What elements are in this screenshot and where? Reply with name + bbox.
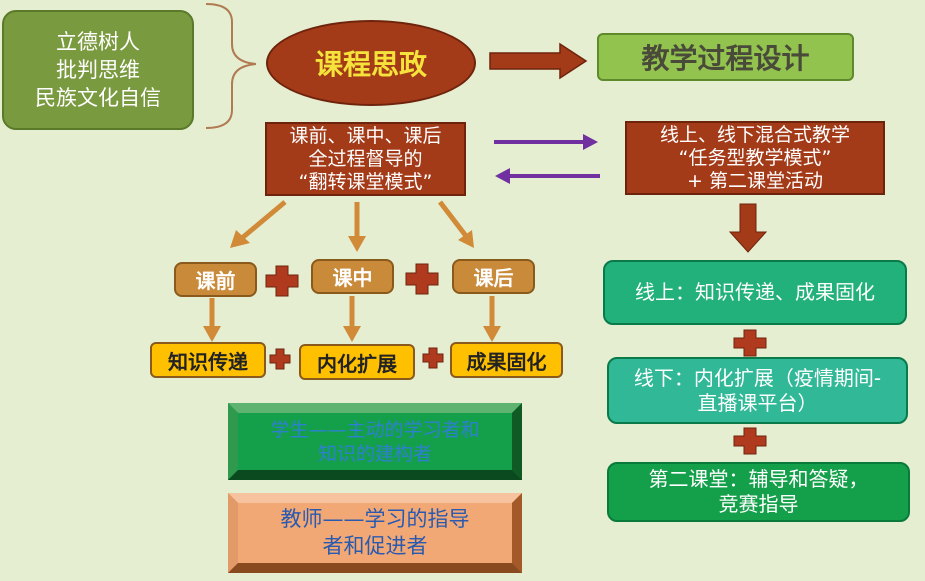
flip-line: “翻转课堂模式” (298, 170, 433, 193)
values-box: 立德树人 批判思维 民族文化自信 (2, 10, 194, 130)
mixed-line: “任务型教学模式” (678, 146, 832, 169)
student-box-frame (228, 403, 522, 480)
plus-icon (265, 265, 299, 297)
values-line: 批判思维 (56, 58, 140, 82)
offline-line: 线下：内化扩展（疫情期间- (633, 365, 882, 390)
arrow-to-after (438, 200, 474, 248)
arrow-after-to-result (483, 296, 501, 342)
result-label: 内化扩展 (317, 351, 397, 376)
offline-box: 线下：内化扩展（疫情期间- 直播课平台） (607, 357, 908, 424)
stage-label: 课前 (195, 269, 236, 293)
design-title-label: 教学过程设计 (641, 42, 810, 75)
main-topic-ellipse: 课程思政 (266, 20, 476, 106)
second-class-line: 第二课堂：辅导和答疑， (648, 467, 869, 491)
mixed-line: + 第二课堂活动 (687, 169, 823, 192)
values-line: 立德树人 (56, 30, 140, 54)
arrow-during-to-result (343, 296, 361, 342)
online-box: 线上：知识传递、成果固化 (603, 260, 907, 325)
design-title-box: 教学过程设计 (597, 33, 854, 81)
student-line: 学生——主动的学习者和 (270, 418, 480, 441)
result-consolidate: 成果固化 (450, 342, 563, 378)
purple-arrow-left (495, 168, 600, 184)
result-internalize-expand: 内化扩展 (299, 344, 415, 380)
online-label: 线上：知识传递、成果固化 (635, 280, 875, 304)
arrow-before-to-result (203, 298, 221, 342)
flip-line: 全过程督导的 (308, 147, 423, 170)
stage-after: 课后 (452, 259, 535, 294)
second-classroom-box: 第二课堂：辅导和答疑， 竞赛指导 (607, 462, 910, 522)
stage-before: 课前 (174, 262, 257, 297)
plus-icon (733, 329, 767, 357)
result-knowledge-transfer: 知识传递 (150, 342, 266, 378)
result-label: 知识传递 (168, 349, 248, 374)
mixed-line: 线上、线下混合式教学 (659, 123, 850, 146)
values-line: 民族文化自信 (35, 86, 161, 110)
flip-line: 课前、课中、课后 (289, 124, 442, 147)
main-topic-label: 课程思政 (314, 48, 427, 81)
plus-icon (269, 348, 291, 370)
down-arrow-red (728, 203, 768, 253)
stage-label: 课后 (473, 266, 514, 290)
plus-icon (733, 427, 767, 455)
teacher-box: 教师——学习的指导 者和促进者 (238, 503, 512, 563)
teacher-line: 者和促进者 (322, 534, 428, 558)
stage-during: 课中 (311, 259, 394, 294)
arrow-to-during (348, 202, 366, 252)
purple-arrow-right (494, 134, 598, 150)
teacher-line: 教师——学习的指导 (280, 507, 470, 531)
second-class-line: 竞赛指导 (718, 492, 799, 516)
teacher-box-frame (228, 493, 522, 573)
flip-classroom-box: 课前、课中、课后 全过程督导的 “翻转课堂模式” (265, 122, 466, 196)
curly-brace (205, 3, 257, 129)
offline-line: 直播课平台） (697, 390, 818, 415)
student-box: 学生——主动的学习者和 知识的建构者 (238, 413, 512, 470)
arrow-to-before (230, 200, 287, 248)
mixed-teaching-box: 线上、线下混合式教学 “任务型教学模式” + 第二课堂活动 (625, 121, 885, 195)
result-label: 成果固化 (466, 349, 547, 374)
arrow-to-design-title (489, 42, 588, 80)
stage-label: 课中 (332, 266, 373, 290)
plus-icon (422, 347, 444, 369)
plus-icon (405, 263, 439, 295)
student-line: 知识的建构者 (317, 442, 432, 465)
